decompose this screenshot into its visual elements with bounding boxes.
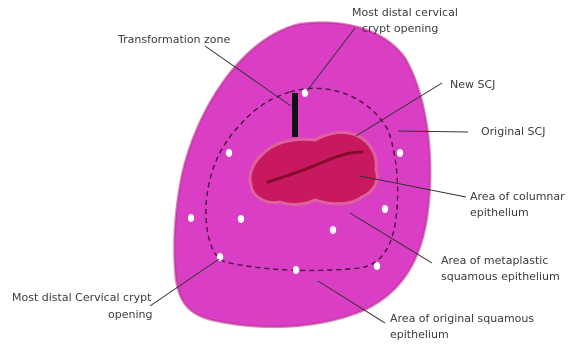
label-distal-crypt-left-line1: Most distal Cervical crypt: [12, 291, 152, 304]
crypt-opening: [382, 205, 388, 213]
transformation-zone-marker: [292, 93, 298, 137]
label-transformation-zone: Transformation zone: [117, 33, 230, 46]
label-distal-crypt-left-line2: opening: [108, 308, 152, 321]
crypt-opening: [293, 266, 299, 274]
crypt-opening: [330, 226, 336, 234]
crypt-opening: [188, 214, 194, 222]
crypt-opening: [397, 149, 403, 157]
crypt-opening: [374, 262, 380, 270]
label-columnar-line1: Area of columnar: [470, 190, 565, 203]
label-columnar-line2: epithelium: [470, 206, 529, 219]
label-original-scj: Original SCJ: [481, 125, 545, 138]
label-original-squamous-line1: Area of original squamous: [390, 312, 534, 325]
label-original-squamous-line2: epithelium: [390, 328, 449, 341]
label-metaplastic-line2: squamous epithelium: [441, 270, 560, 283]
crypt-opening: [226, 149, 232, 157]
label-distal-crypt-top-line2: crypt opening: [362, 22, 438, 35]
label-new-scj: New SCJ: [450, 78, 495, 91]
label-metaplastic-line1: Area of metaplastic: [441, 254, 548, 267]
label-distal-crypt-top-line1: Most distal cervical: [352, 6, 458, 19]
crypt-opening: [238, 215, 244, 223]
